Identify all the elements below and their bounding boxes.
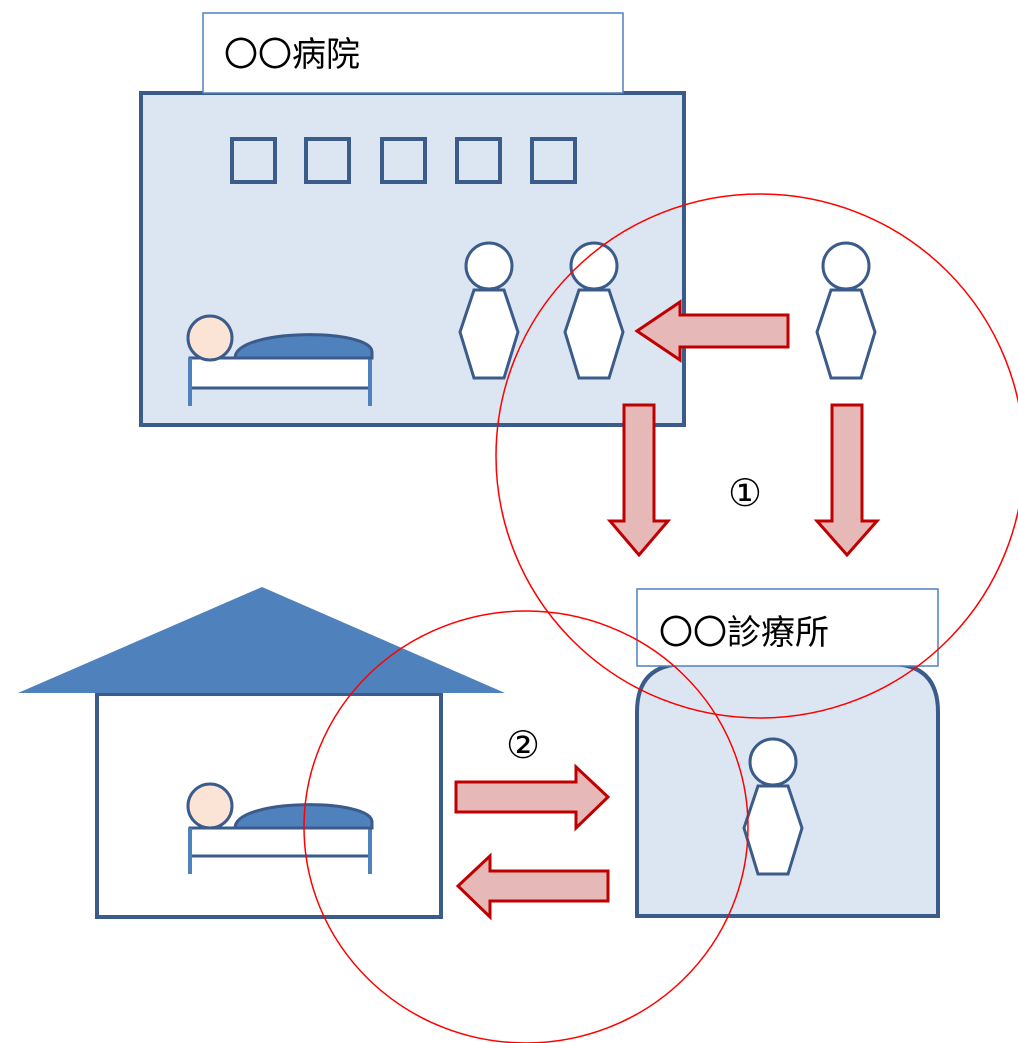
highlight-circle-1 xyxy=(495,193,1018,719)
house-roof xyxy=(18,587,505,693)
clinic-group: 〇〇診療所 xyxy=(635,588,940,918)
bed-mattress xyxy=(188,826,372,858)
staff-body xyxy=(815,288,877,380)
arrows-group-2 xyxy=(454,763,611,921)
clinic-label-box xyxy=(636,588,939,667)
window-1 xyxy=(230,137,277,184)
home-bed-patient xyxy=(186,782,374,874)
window-5 xyxy=(530,137,577,184)
hospital-staff-1 xyxy=(458,241,520,380)
arrow-right-to-clinic xyxy=(454,763,611,832)
clinic-label: 〇〇診療所 xyxy=(659,613,829,653)
external-staff xyxy=(815,241,877,380)
highlight-circle-2 xyxy=(303,610,749,1043)
staff-head xyxy=(748,737,798,787)
window-3 xyxy=(380,137,427,184)
marker-two: ② xyxy=(506,723,540,767)
arrow-down-from-external xyxy=(813,403,881,558)
hospital-label-box xyxy=(202,12,624,94)
staff-head xyxy=(464,241,514,291)
hospital-staff-2 xyxy=(563,241,625,380)
house-group xyxy=(18,587,505,919)
hospital-label: 〇〇病院 xyxy=(224,35,360,75)
marker-one: ① xyxy=(728,471,762,515)
staff-body xyxy=(458,288,520,380)
hospital-group: 〇〇病院 xyxy=(139,12,686,427)
hospital-bed-patient xyxy=(186,314,374,406)
window-4 xyxy=(455,137,502,184)
staff-head xyxy=(821,241,871,291)
bed-blanket xyxy=(233,333,374,360)
staff-body xyxy=(563,288,625,380)
hospital-windows xyxy=(230,137,577,184)
bed-mattress xyxy=(188,356,372,390)
arrow-left-to-home xyxy=(455,852,610,921)
arrow-down-from-hospital xyxy=(606,403,672,558)
patient-head xyxy=(186,314,234,362)
window-2 xyxy=(304,137,351,184)
arrows-group-1 xyxy=(606,299,881,558)
patient-head xyxy=(186,782,234,830)
house-body xyxy=(95,692,443,919)
bed-blanket xyxy=(233,803,374,830)
arrow-left-to-hospital xyxy=(634,299,790,363)
clinic-staff xyxy=(742,737,804,876)
staff-body xyxy=(742,784,804,876)
